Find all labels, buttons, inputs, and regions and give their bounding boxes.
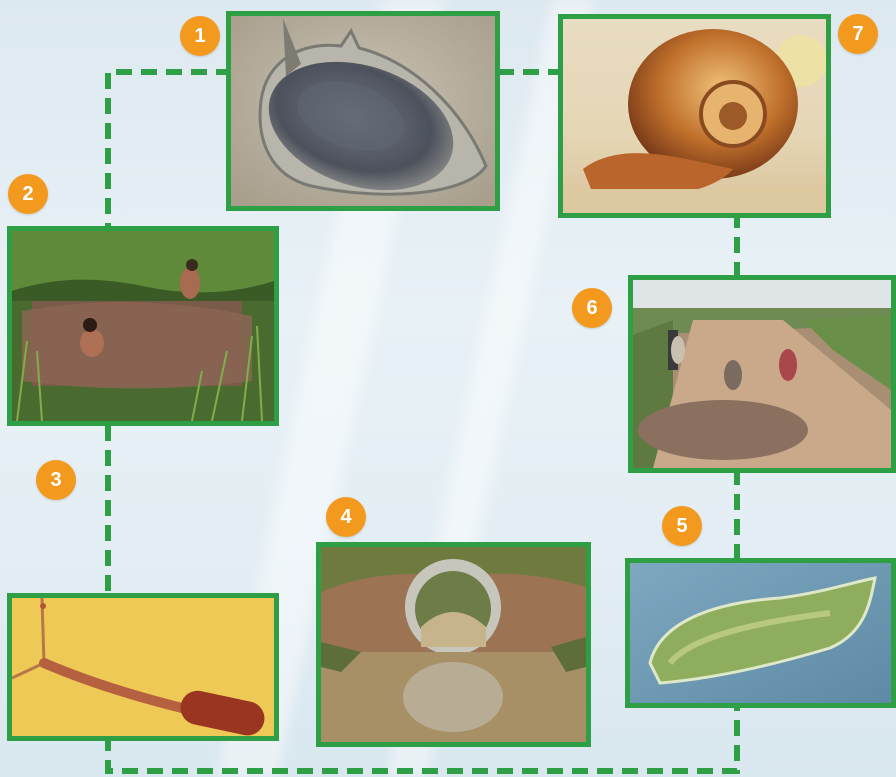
- connector-1-2: [108, 72, 232, 230]
- stage-badge-5: 5: [662, 506, 702, 546]
- stage-badge-2: 2: [8, 174, 48, 214]
- stage-badge-6: 6: [572, 288, 612, 328]
- stage-badge-3: 3: [36, 460, 76, 500]
- stage-number: 2: [22, 183, 33, 206]
- stage-number: 5: [676, 515, 687, 538]
- stream-photo: [316, 542, 591, 747]
- stage-number: 3: [50, 469, 61, 492]
- miracidium-photo: [625, 558, 896, 708]
- stage-number: 6: [586, 297, 597, 320]
- bathing-photo: [7, 226, 279, 426]
- snail-photo: [558, 14, 831, 218]
- stage-badge-7: 7: [838, 14, 878, 54]
- stage-badge-1: 1: [180, 16, 220, 56]
- stage-number: 1: [194, 25, 205, 48]
- stage-badge-4: 4: [326, 497, 366, 537]
- cercaria-photo: [7, 593, 279, 741]
- stage-number: 4: [340, 506, 351, 529]
- egg-photo: [226, 11, 500, 211]
- stage-number: 7: [852, 23, 863, 46]
- washing-photo: [628, 275, 896, 473]
